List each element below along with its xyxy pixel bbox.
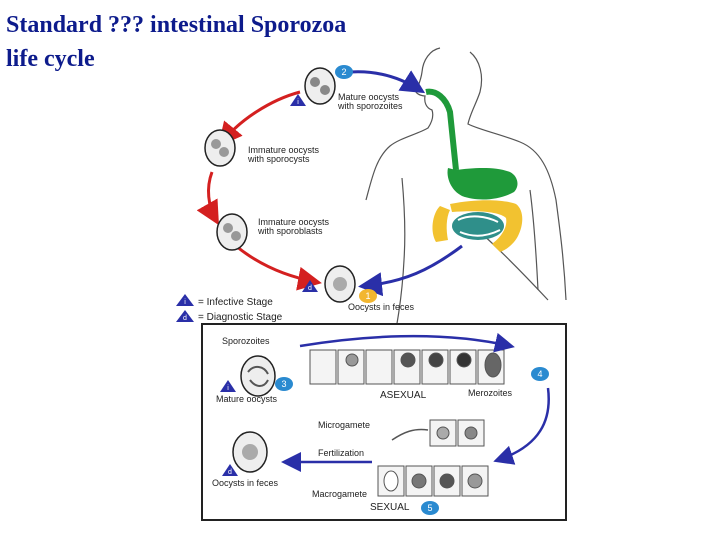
infective-badge-upper: i	[290, 94, 306, 106]
label-lower-mature-oocysts: Mature oocysts	[216, 394, 278, 404]
sexual-cell-rows	[377, 419, 489, 497]
label-lower-oocysts-in-feces: Oocysts in feces	[212, 478, 279, 488]
step-3-badge: 3	[275, 377, 293, 391]
digestive-tract	[425, 88, 523, 252]
oocyst-in-feces-cell	[324, 265, 356, 303]
svg-text:4: 4	[537, 369, 542, 379]
legend-diagnostic-text: = Diagnostic Stage	[198, 312, 283, 323]
lower-blue-arrows	[281, 332, 550, 472]
step-2-badge: 2	[335, 65, 353, 79]
label-immature-sporoblasts: Immature oocysts	[258, 217, 330, 227]
asexual-cell-row	[309, 349, 505, 385]
label-mature-oocysts: Mature oocysts	[338, 92, 400, 102]
immature-oocyst-sporocysts-cell	[204, 129, 236, 167]
microgamete-cluster	[391, 428, 429, 441]
step-1-badge: 1	[359, 289, 377, 303]
legend: i = Infective Stage d = Diagnostic Stage	[176, 294, 283, 323]
svg-text:d: d	[183, 315, 187, 322]
svg-text:i: i	[297, 99, 299, 106]
step-5-badge: 5	[421, 501, 439, 515]
diagnostic-badge-lower: d	[222, 464, 238, 476]
label-immature-sporocysts-sub: with sporocysts	[247, 154, 310, 164]
legend-infective-text: = Infective Stage	[198, 297, 273, 308]
upper-cycle-arrows	[196, 90, 322, 291]
label-sexual: SEXUAL	[370, 502, 410, 513]
diagnostic-badge-upper: d	[302, 280, 318, 292]
svg-text:1: 1	[365, 291, 370, 301]
step-4-badge: 4	[531, 367, 549, 381]
immature-oocyst-sporoblasts-cell	[216, 213, 248, 251]
mature-oocyst-cell	[304, 67, 336, 105]
title-line-1: Standard ??? intestinal Sporozoa	[6, 12, 347, 38]
title-line-2: life cycle	[6, 46, 95, 72]
lower-mature-oocyst-cell	[240, 355, 276, 397]
label-macrogamete: Macrogamete	[312, 489, 367, 499]
label-fertilization: Fertilization	[318, 448, 364, 458]
svg-text:i: i	[184, 299, 186, 306]
label-oocysts-in-feces: Oocysts in feces	[348, 302, 415, 312]
label-mature-oocysts-sub: with sporozoites	[337, 101, 403, 111]
infective-badge-lower: i	[220, 380, 236, 392]
label-sporozoites: Sporozoites	[222, 336, 270, 346]
svg-text:i: i	[227, 385, 229, 392]
label-immature-sporocysts: Immature oocysts	[248, 145, 320, 155]
svg-text:2: 2	[341, 67, 346, 77]
svg-text:d: d	[308, 285, 312, 292]
label-asexual: ASEXUAL	[380, 390, 427, 401]
label-merozoites: Merozoites	[468, 388, 513, 398]
label-immature-sporoblasts-sub: with sporoblasts	[257, 226, 323, 236]
page-title: Standard ??? intestinal Sporozoa life cy…	[6, 8, 566, 76]
lower-oocyst-in-feces-cell	[232, 431, 268, 473]
upper-blue-arrows	[349, 70, 463, 297]
svg-text:5: 5	[427, 503, 432, 513]
label-microgamete: Microgamete	[318, 420, 370, 430]
svg-text:3: 3	[281, 379, 286, 389]
svg-text:d: d	[228, 469, 232, 476]
